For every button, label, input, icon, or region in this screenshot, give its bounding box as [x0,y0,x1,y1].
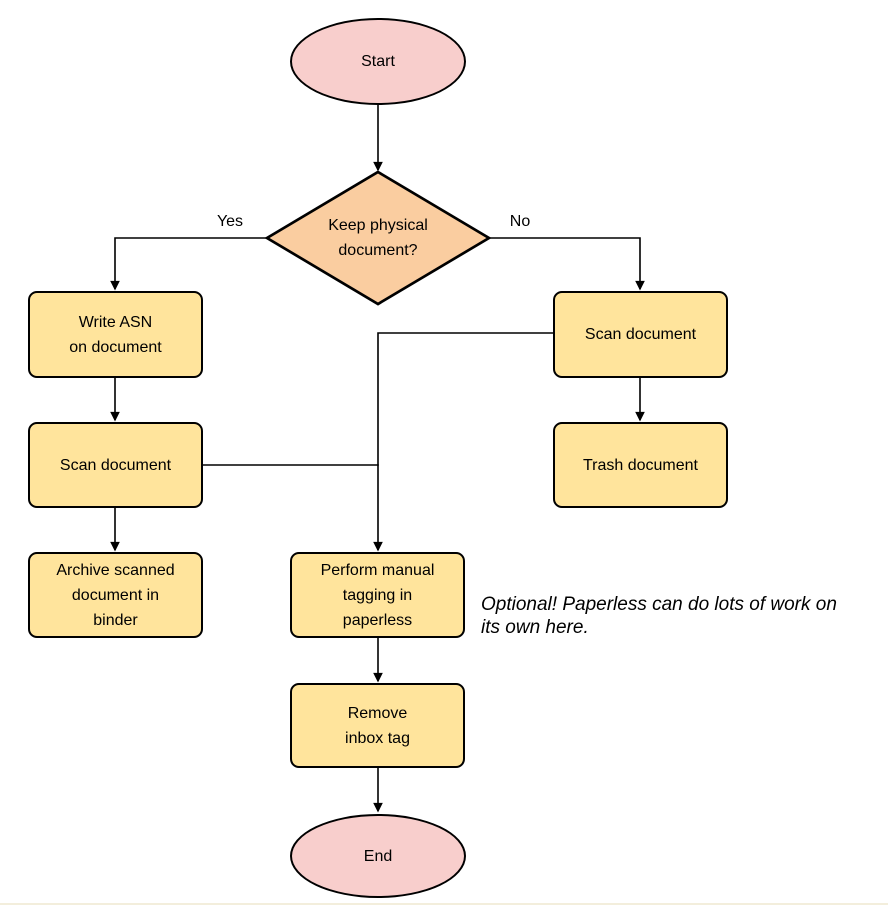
node-scan-document-right-label: Scan document [584,326,697,343]
node-decision: Keep physical document? [267,172,489,304]
node-trash-document-label: Trash document [582,456,698,474]
node-end: End [290,814,466,898]
node-remove-inbox-tag-label: Remove inbox tag [345,704,410,747]
edge-decision-no-to-scan-right [489,237,645,291]
node-archive-binder-label: Archive scanned document in binder [56,561,175,629]
node-scan-document-right: Scan document [553,291,728,378]
node-archive-binder: Archive scanned document in binder [28,552,203,638]
note-text: Optional! Paperless can do lots of work … [481,594,837,638]
node-scan-document-left-label: Scan document [59,456,172,474]
node-remove-inbox-tag: Remove inbox tag [290,683,465,768]
node-manual-tagging: Perform manual tagging in paperless [290,552,465,638]
edge-scan-right-to-tagging [373,332,553,552]
node-scan-document-left: Scan document [28,422,203,508]
edge-decision-yes-to-write-asn [110,237,267,291]
bottom-rule [0,903,888,905]
edge-label-no: No [509,213,531,230]
decision-shape [264,170,492,306]
node-start: Start [290,18,466,105]
node-trash-document: Trash document [553,422,728,508]
node-write-asn: Write ASN on document [28,291,203,378]
node-write-asn-label: Write ASN on document [69,313,162,356]
node-manual-tagging-label: Perform manual tagging in paperless [320,561,435,629]
node-decision-label: Keep physical document? [328,217,428,259]
node-end-label: End [363,847,393,865]
edge-label-yes: Yes [216,213,244,230]
node-start-label: Start [361,53,395,70]
